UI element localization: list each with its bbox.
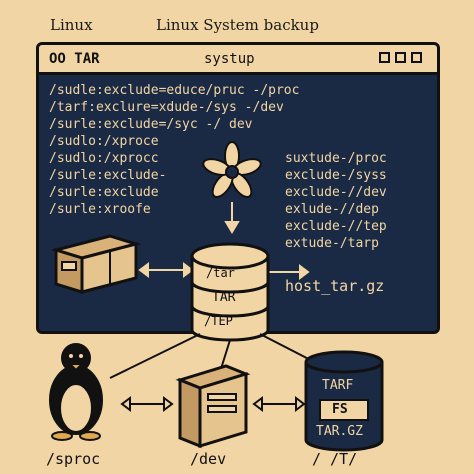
header: Linux Linux System backup (0, 14, 474, 36)
terminal-line: /surle:exclude (49, 185, 159, 200)
terminal-line: /surle:xroofe (49, 202, 151, 217)
dev-label: /dev (190, 450, 227, 468)
terminal-right-line: exclude-//dev (285, 185, 387, 200)
terminal-right-line: extude-/tarp (285, 236, 379, 251)
linux-label: /sproc (46, 450, 101, 468)
tar-drum-icon (304, 350, 384, 452)
archive-label: /TEP (204, 314, 233, 328)
terminal-line: /sudlo:/xprocc (49, 151, 159, 166)
header-title: Linux System backup (156, 16, 319, 34)
terminal-right-line: suxtude-/proc (285, 151, 387, 166)
tar-label: / /T/ (312, 450, 358, 468)
drum-label: TARF (322, 378, 354, 393)
terminal-line: /tarf:exclure=xdude-/sys -/dev (49, 100, 284, 115)
drum-label: TAR.GZ (316, 424, 363, 439)
arrow-down-icon (224, 202, 240, 234)
maximize-button[interactable] (395, 52, 406, 63)
terminal-right-line: exclude-/syss (285, 168, 387, 183)
window-title: systup (204, 51, 255, 67)
arrow-right-icon (268, 264, 310, 280)
close-button[interactable] (411, 52, 422, 63)
terminal-line: /surle:exclude- (49, 168, 167, 183)
terminal-line: /sudlo:/xproce (49, 134, 159, 149)
terminal-line: /surle:exclude=/syc -/ dev (49, 117, 253, 132)
terminal-right-line: exclude-//tep (285, 219, 387, 234)
server-tower-icon (175, 364, 251, 449)
double-arrow-icon (120, 396, 174, 412)
archive-label: /tar (206, 266, 235, 280)
minimize-button[interactable] (379, 52, 390, 63)
drum-label: FS (332, 402, 348, 417)
window-titlebar: OO TAR systup (39, 45, 437, 75)
archive-label: TAR (212, 290, 236, 305)
archive-stack-icon (190, 242, 270, 342)
terminal-line: /sudle:exclude=educe/pruc -/proc (49, 83, 300, 98)
double-arrow-icon (252, 396, 306, 412)
double-arrow-icon (138, 262, 194, 278)
header-left-label: Linux (50, 16, 93, 34)
output-filename: host_tar.gz (285, 277, 385, 295)
server-box-icon (50, 234, 142, 295)
terminal-right-line: exlude-//dep (285, 202, 379, 217)
flower-icon (202, 141, 262, 198)
tux-penguin-icon (49, 343, 103, 441)
window-label: OO TAR (49, 51, 100, 67)
